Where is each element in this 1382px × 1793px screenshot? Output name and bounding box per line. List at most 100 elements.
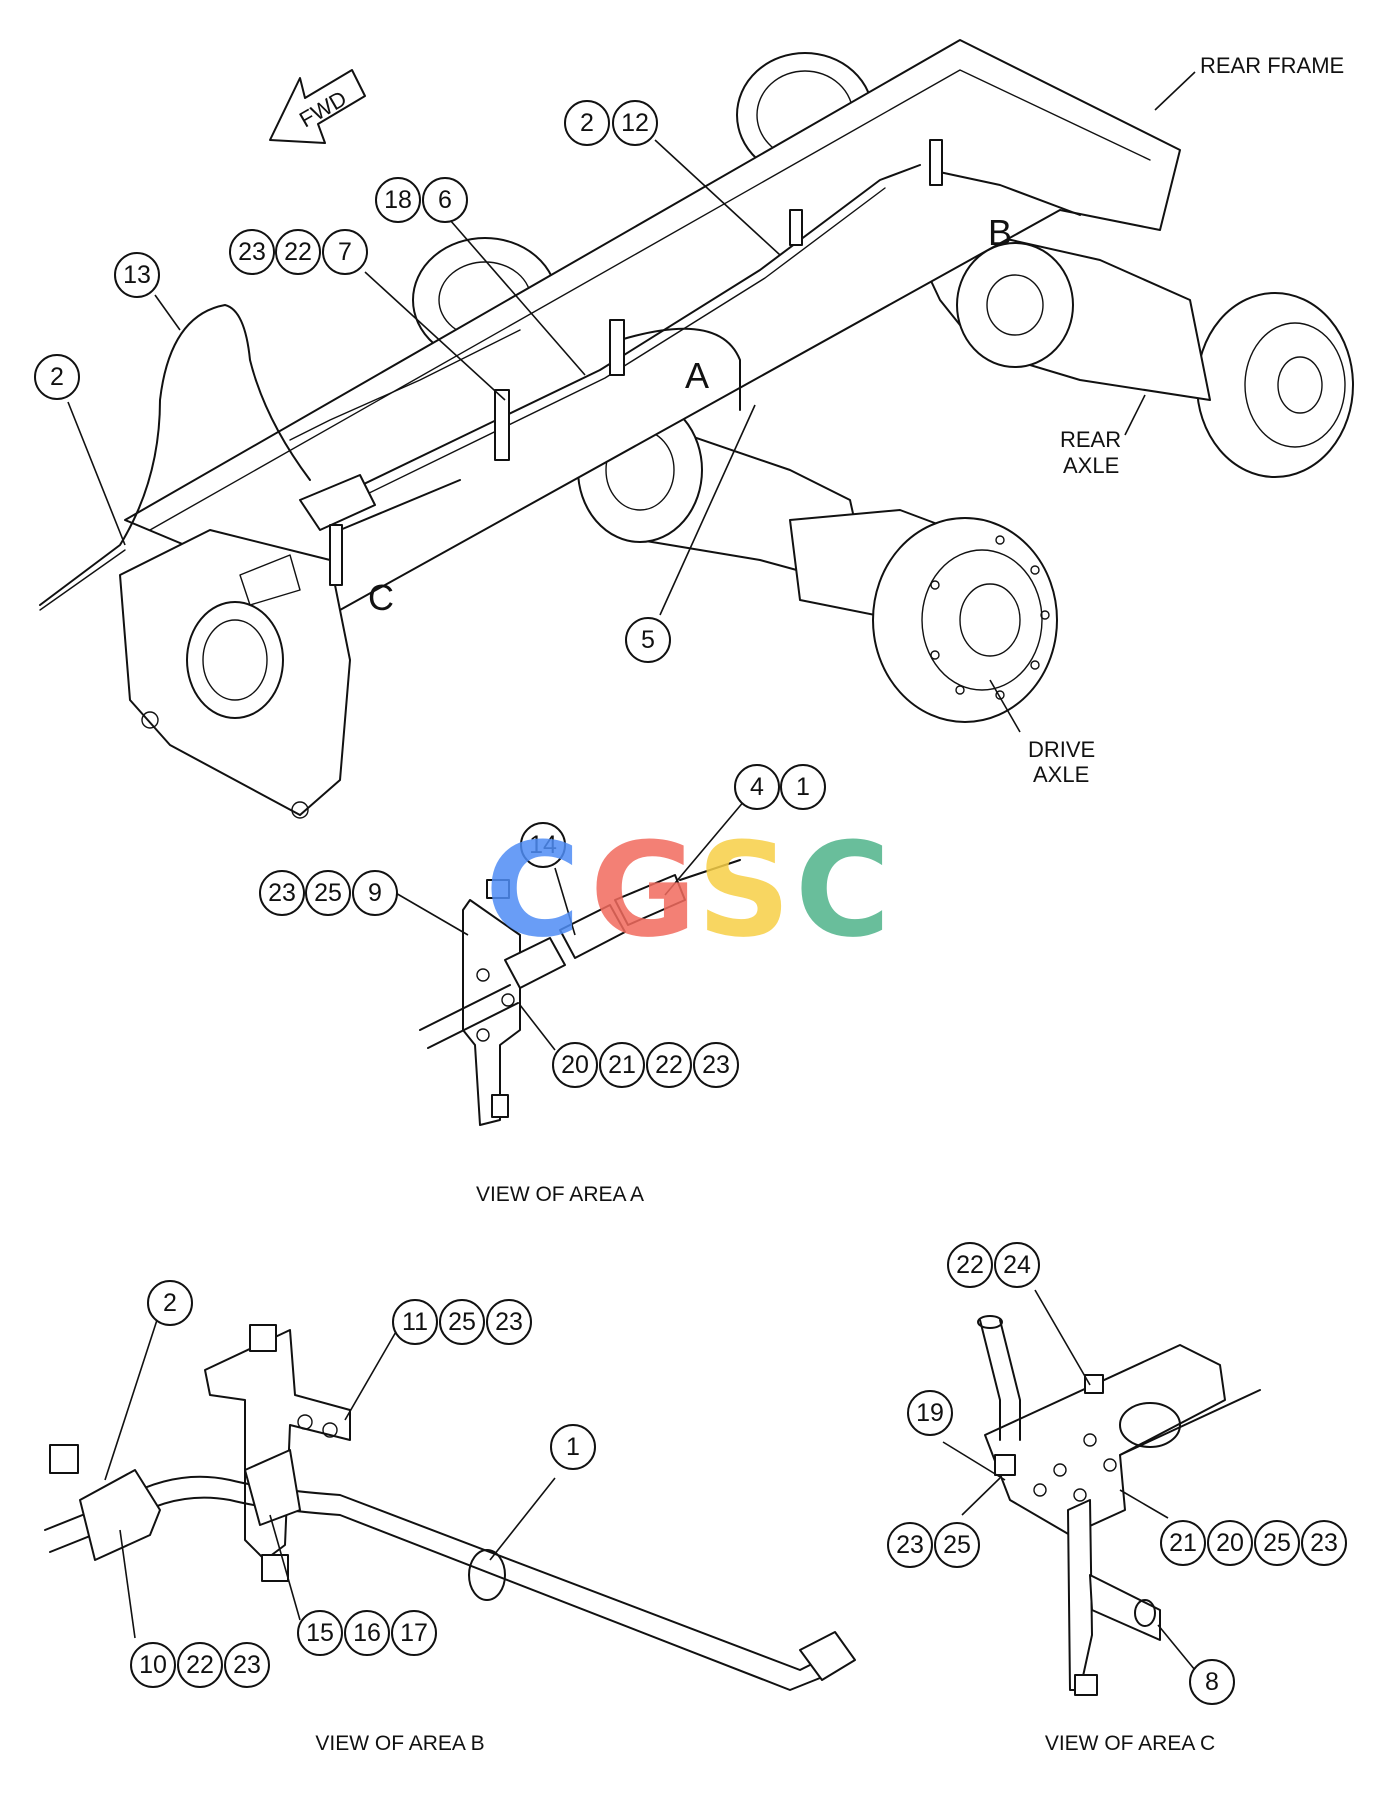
svg-text:19: 19 xyxy=(916,1399,944,1427)
callout-9: 9 xyxy=(352,870,398,916)
watermark-letter-g: G xyxy=(590,814,697,966)
callout-1-area-b: 1 xyxy=(550,1424,596,1470)
main-leader-lines xyxy=(67,139,781,616)
callout-4: 4 xyxy=(734,764,780,810)
rear-wheel-right xyxy=(1196,292,1354,478)
svg-text:7: 7 xyxy=(338,238,352,266)
view-of-area-a-label: VIEW OF AREA A xyxy=(476,1183,644,1206)
callout-20-area-a: 20 xyxy=(552,1042,598,1088)
callout-14: 14 xyxy=(520,822,566,868)
callout-20-area-c: 20 xyxy=(1207,1520,1253,1566)
area-c-marker: C xyxy=(368,577,394,618)
callout-23-area-c: 23 xyxy=(887,1522,933,1568)
front-frame-plate xyxy=(119,529,351,819)
svg-text:15: 15 xyxy=(306,1619,334,1647)
callout-23-area-b: 23 xyxy=(486,1299,532,1345)
view-of-area-b-label: VIEW OF AREA B xyxy=(315,1732,484,1755)
rear-axle-label-line2: AXLE xyxy=(1063,453,1119,478)
callout-19: 19 xyxy=(907,1390,953,1436)
svg-text:18: 18 xyxy=(384,186,412,214)
view-area-c-drawing xyxy=(977,1315,1261,1696)
area-a-marker: A xyxy=(685,355,709,396)
callout-10: 10 xyxy=(130,1642,176,1688)
svg-text:20: 20 xyxy=(561,1051,589,1079)
callout-5: 5 xyxy=(625,617,671,663)
svg-text:22: 22 xyxy=(284,238,312,266)
callout-13: 13 xyxy=(114,252,160,298)
svg-text:1: 1 xyxy=(796,773,810,801)
svg-text:25: 25 xyxy=(314,879,342,907)
callout-23-area-a: 23 xyxy=(259,870,305,916)
rear-axle-housing xyxy=(899,214,1211,401)
svg-text:2: 2 xyxy=(163,1289,177,1317)
callout-23-area-b2: 23 xyxy=(224,1642,270,1688)
watermark-letter-c1: C xyxy=(485,814,580,966)
callout-16: 16 xyxy=(344,1610,390,1656)
svg-text:23: 23 xyxy=(1310,1529,1338,1557)
view-area-b-drawing xyxy=(44,1324,856,1691)
callout-15: 15 xyxy=(297,1610,343,1656)
rail-brackets xyxy=(299,139,943,586)
svg-text:2: 2 xyxy=(50,363,64,391)
callout-24: 24 xyxy=(994,1242,1040,1288)
callout-25-area-c: 25 xyxy=(934,1522,980,1568)
callout-2-main: 2 xyxy=(564,100,610,146)
callout-1-area-a: 1 xyxy=(780,764,826,810)
watermark-letter-s: S xyxy=(697,814,791,966)
svg-text:1: 1 xyxy=(566,1433,580,1461)
drive-axle-label-line2: AXLE xyxy=(1033,762,1089,787)
svg-text:5: 5 xyxy=(641,626,655,654)
callout-23-main: 23 xyxy=(229,229,275,275)
callout-22-main: 22 xyxy=(275,229,321,275)
rear-axle-label-line1: REAR xyxy=(1060,427,1121,452)
callout-25-area-b: 25 xyxy=(439,1299,485,1345)
svg-text:23: 23 xyxy=(495,1308,523,1336)
svg-text:24: 24 xyxy=(1003,1251,1031,1279)
callout-2-left: 2 xyxy=(34,354,80,400)
svg-text:11: 11 xyxy=(402,1308,428,1336)
svg-text:9: 9 xyxy=(368,879,382,907)
svg-text:25: 25 xyxy=(448,1308,476,1336)
callout-7: 7 xyxy=(322,229,368,275)
svg-text:10: 10 xyxy=(139,1651,167,1679)
callout-17: 17 xyxy=(391,1610,437,1656)
svg-text:4: 4 xyxy=(750,773,764,801)
svg-text:25: 25 xyxy=(1263,1529,1291,1557)
svg-text:23: 23 xyxy=(896,1531,924,1559)
svg-text:23: 23 xyxy=(233,1651,261,1679)
callout-21-area-c: 21 xyxy=(1160,1520,1206,1566)
svg-text:13: 13 xyxy=(123,261,151,289)
svg-text:20: 20 xyxy=(1216,1529,1244,1557)
callout-25-area-c2: 25 xyxy=(1254,1520,1300,1566)
callout-12: 12 xyxy=(612,100,658,146)
watermark-letter-c2: C xyxy=(795,814,890,966)
view-area-b-leaders xyxy=(104,1319,556,1639)
svg-text:14: 14 xyxy=(529,831,557,859)
cgsc-watermark: C G S C xyxy=(485,814,890,966)
svg-text:17: 17 xyxy=(400,1619,428,1647)
callout-21-area-a: 21 xyxy=(599,1042,645,1088)
callout-22-area-b: 22 xyxy=(177,1642,223,1688)
svg-text:2: 2 xyxy=(580,109,594,137)
svg-text:23: 23 xyxy=(268,879,296,907)
callout-25-area-a: 25 xyxy=(305,870,351,916)
callout-22-area-a: 22 xyxy=(646,1042,692,1088)
svg-text:25: 25 xyxy=(943,1531,971,1559)
svg-text:12: 12 xyxy=(621,109,649,137)
svg-text:22: 22 xyxy=(655,1051,683,1079)
view-of-area-c-label: VIEW OF AREA C xyxy=(1045,1732,1215,1755)
callout-8: 8 xyxy=(1189,1659,1235,1705)
callout-bubbles: 2 12 18 6 23 22 7 13 2 5 4 1 14 23 25 9 … xyxy=(34,100,1347,1705)
drive-axle-label-line1: DRIVE xyxy=(1028,737,1095,762)
callout-23-area-a2: 23 xyxy=(693,1042,739,1088)
callout-2-area-b: 2 xyxy=(147,1280,193,1326)
svg-text:23: 23 xyxy=(702,1051,730,1079)
callout-23-area-c2: 23 xyxy=(1301,1520,1347,1566)
svg-text:22: 22 xyxy=(186,1651,214,1679)
svg-text:22: 22 xyxy=(956,1251,984,1279)
view-area-a-drawing xyxy=(419,859,741,1126)
view-area-c-leaders xyxy=(942,1289,1196,1671)
callout-22-area-c: 22 xyxy=(947,1242,993,1288)
svg-text:16: 16 xyxy=(353,1619,381,1647)
